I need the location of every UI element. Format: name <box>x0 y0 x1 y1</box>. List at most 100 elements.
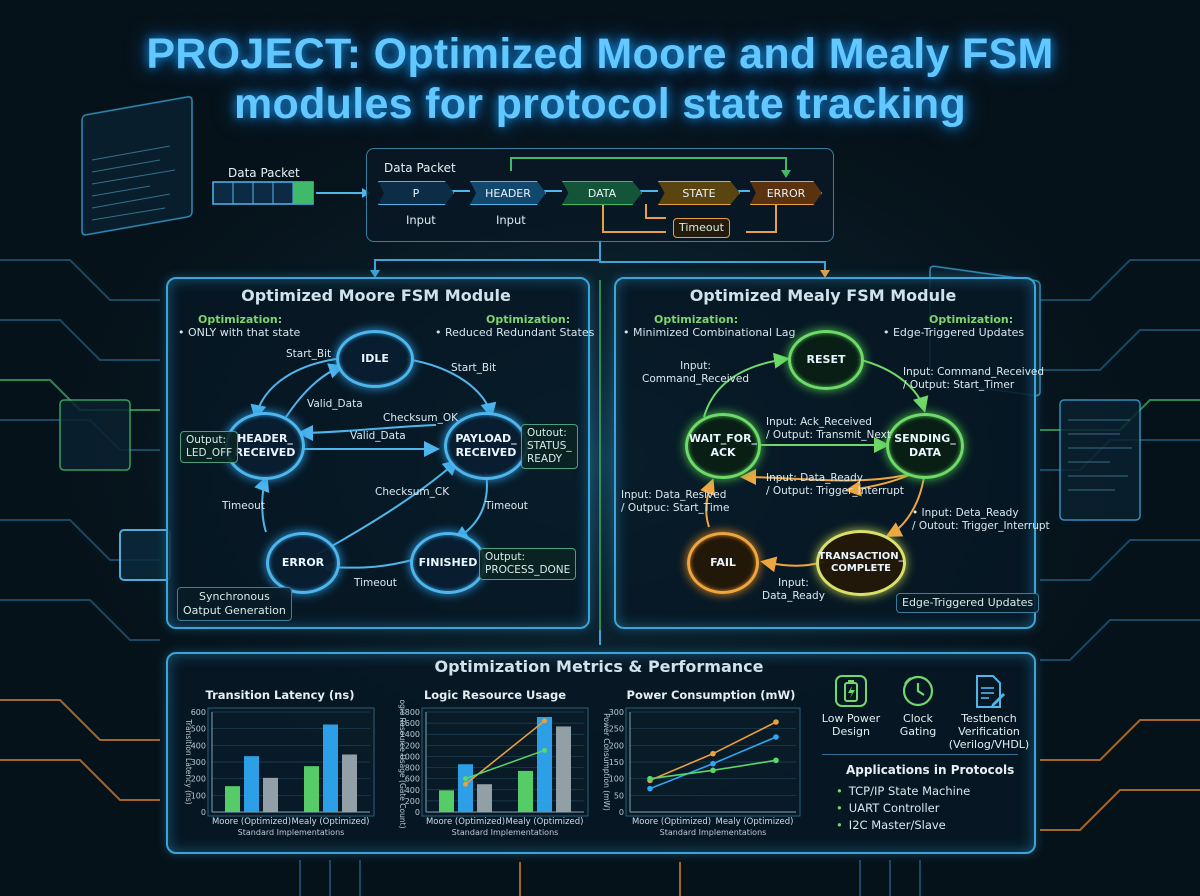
mealy-note: Edge-Triggered Updates <box>896 593 1040 613</box>
moore-opt-left-heading: Optimization: <box>198 313 283 326</box>
bar <box>439 790 454 812</box>
overlay-point <box>463 781 468 787</box>
bar <box>263 777 278 812</box>
bar <box>225 786 240 812</box>
stage-data: DATA <box>562 181 642 205</box>
edge-checksum-ok: Checksum_OK <box>383 412 459 424</box>
y-tick-label: 250 <box>609 725 624 734</box>
y-tick-label: 600 <box>405 775 420 784</box>
document-icon <box>976 675 1005 708</box>
y-tick-label: 150 <box>609 758 624 767</box>
bullet-icon: • <box>836 801 843 815</box>
moore-opt-left-text: • ONLY with that state <box>178 326 301 339</box>
x-tick-label: Moore (Optimized) <box>632 817 711 827</box>
edge-checksum-ck: Checksum_CK <box>375 486 450 498</box>
data-point <box>647 785 653 792</box>
edge-start-bit-2: Start_Bit <box>451 362 497 374</box>
bar <box>458 764 473 812</box>
state-idle: IDLE <box>336 330 414 388</box>
mealy-opt-left-heading: Optimization: <box>654 313 739 326</box>
moore-title: Optimized Moore FSM Module <box>241 286 511 305</box>
pipeline-input-1: Input <box>406 213 436 227</box>
stage-p: P <box>378 181 454 205</box>
moore-note: Synchronous Oatput Generation <box>177 587 292 621</box>
data-point <box>647 775 653 782</box>
y-tick-label: 100 <box>191 791 206 800</box>
moore-output-status: Outout: STATUS_ READY <box>521 424 578 470</box>
data-point <box>710 750 716 757</box>
edge-valid-data-1: Valid_Data <box>307 398 363 410</box>
y-tick-label: 100 <box>609 775 624 784</box>
bar <box>304 766 319 812</box>
mealy-opt-right-heading: Optimization: <box>929 313 1014 326</box>
moore-output-process: Output: PROCESS_DONE <box>479 548 577 581</box>
app-item-i2c: •I2C Master/Slave <box>836 818 946 832</box>
y-tick-label: 50 <box>614 791 624 800</box>
y-tick-label: 0 <box>619 808 624 817</box>
y-tick-label: 300 <box>191 758 206 767</box>
data-point <box>710 767 716 774</box>
pipeline-input-2: Input <box>496 213 526 227</box>
y-tick-label: 200 <box>609 741 624 750</box>
overlay-point <box>542 747 547 753</box>
page-title-line2: modules for protocol state tracking <box>233 80 967 128</box>
overlay-line <box>465 749 545 780</box>
state-transaction-complete: TRANSACTION_ COMPLETE <box>816 530 906 596</box>
app-item-uart: •UART Controller <box>836 801 940 815</box>
stage-error: ERROR <box>750 181 822 205</box>
state-error: ERROR <box>266 532 340 594</box>
y-tick-label: 600 <box>191 708 206 717</box>
y-tick-label: 1600 <box>400 719 420 728</box>
x-axis-label: Standard Implementations <box>660 828 767 837</box>
state-wait-for-ack: WAIT_FOR_ ACK <box>685 413 761 479</box>
y-tick-label: 400 <box>191 741 206 750</box>
chart3-title: Power Consumption (mW) <box>626 688 796 702</box>
y-axis-label: Power Consumption (mW) <box>602 713 611 811</box>
edge-ack-received: Input: Ack_Received / Output: Transmit_N… <box>766 416 891 441</box>
y-tick-label: 1400 <box>400 730 420 739</box>
state-sending-data: SENDING_ DATA <box>886 413 964 479</box>
data-point <box>710 760 716 767</box>
pipeline-timeout: Timeout <box>673 218 730 238</box>
bar <box>556 726 571 812</box>
y-tick-label: 1800 <box>400 708 420 717</box>
apps-divider <box>822 754 1018 755</box>
data-point <box>773 734 779 740</box>
moore-output-led: Output: LED_OFF <box>180 431 239 464</box>
page-title-line1: PROJECT: Optimized Moore and Mealy FSM <box>146 30 1054 78</box>
y-tick-label: 200 <box>191 775 206 784</box>
edge-start-bit-1: Start_Bit <box>286 348 332 360</box>
edge-command-received: Input: Command_Received <box>642 360 749 385</box>
data-point <box>773 719 779 725</box>
stage-state: STATE <box>658 181 740 205</box>
moore-opt-right-text: • Reduced Redundant States <box>435 326 595 339</box>
x-tick-label: Moore (Optimized) <box>212 817 291 827</box>
state-fail: FAIL <box>687 532 759 594</box>
y-tick-label: 1200 <box>400 741 420 750</box>
chart2-title: Logic Resource Usage <box>423 688 567 702</box>
chart1-title: Transition Latency (ns) <box>205 688 355 702</box>
bar <box>342 754 357 812</box>
y-tick-label: 400 <box>405 786 420 795</box>
icon-label-clock-gating: Clock Gating <box>899 712 937 739</box>
x-tick-label: Moore (Optimized) <box>426 817 505 827</box>
pipeline-title: Data Packet <box>384 161 456 175</box>
bar <box>477 784 492 812</box>
bar <box>323 724 338 812</box>
clock-icon <box>902 675 934 707</box>
y-axis-label: Transition Latency (ns) <box>184 718 193 804</box>
bar <box>244 756 259 812</box>
edge-data-resived: Input: Data_Resived / Outpuc: Start_Time <box>621 489 730 514</box>
edge-fail-input: Input: Data_Ready <box>762 577 825 602</box>
edge-valid-data-2: Valid_Data <box>350 430 406 442</box>
moore-opt-right-heading: Optimization: <box>486 313 571 326</box>
x-tick-label: Mealy (Optimized) <box>715 817 793 827</box>
x-tick-label: Mealy (Optimized) <box>505 817 583 827</box>
y-tick-label: 1000 <box>400 752 420 761</box>
y-axis-label: Logic Resource Usage (Gate Count) <box>398 700 407 829</box>
bar <box>518 770 533 812</box>
y-tick-label: 800 <box>405 764 420 773</box>
icon-label-testbench: Testbench Verification (Verilog/VHDL) <box>948 712 1030 752</box>
